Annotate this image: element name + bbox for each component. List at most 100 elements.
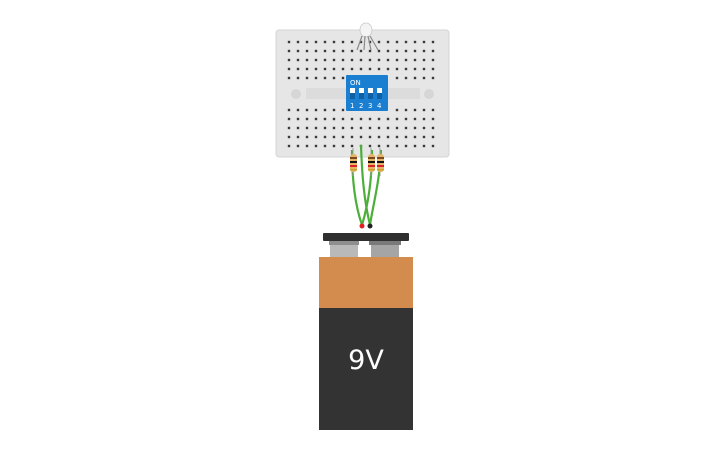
breadboard-hole[interactable] (395, 76, 399, 80)
breadboard-hole[interactable] (314, 126, 318, 130)
breadboard-hole[interactable] (359, 58, 363, 62)
breadboard-hole[interactable] (296, 49, 300, 53)
breadboard-hole[interactable] (296, 76, 300, 80)
breadboard-hole[interactable] (305, 49, 309, 53)
breadboard-hole[interactable] (296, 117, 300, 121)
breadboard-hole[interactable] (287, 76, 291, 80)
breadboard-hole[interactable] (314, 67, 318, 71)
breadboard-hole[interactable] (350, 67, 354, 71)
breadboard-hole[interactable] (404, 117, 408, 121)
breadboard-hole[interactable] (305, 135, 309, 139)
breadboard-hole[interactable] (341, 108, 345, 112)
breadboard-hole[interactable] (350, 117, 354, 121)
dip-switch[interactable]: ON 1 2 3 4 (346, 75, 388, 111)
breadboard-hole[interactable] (386, 117, 390, 121)
breadboard-hole[interactable] (323, 67, 327, 71)
breadboard-hole[interactable] (341, 135, 345, 139)
breadboard-hole[interactable] (341, 40, 345, 44)
breadboard-hole[interactable] (431, 58, 435, 62)
breadboard-hole[interactable] (341, 126, 345, 130)
breadboard-hole[interactable] (404, 126, 408, 130)
breadboard-hole[interactable] (314, 144, 318, 148)
breadboard-hole[interactable] (377, 40, 381, 44)
breadboard-hole[interactable] (314, 58, 318, 62)
breadboard-hole[interactable] (305, 58, 309, 62)
breadboard-hole[interactable] (341, 58, 345, 62)
breadboard-hole[interactable] (287, 67, 291, 71)
breadboard-hole[interactable] (431, 117, 435, 121)
breadboard-hole[interactable] (296, 58, 300, 62)
breadboard-hole[interactable] (395, 49, 399, 53)
breadboard-hole[interactable] (413, 58, 417, 62)
breadboard-hole[interactable] (314, 117, 318, 121)
breadboard-hole[interactable] (305, 126, 309, 130)
breadboard-hole[interactable] (413, 49, 417, 53)
breadboard-hole[interactable] (431, 108, 435, 112)
breadboard-hole[interactable] (368, 67, 372, 71)
resistor[interactable] (350, 148, 357, 176)
breadboard-hole[interactable] (359, 126, 363, 130)
breadboard-hole[interactable] (395, 58, 399, 62)
breadboard-hole[interactable] (323, 135, 327, 139)
breadboard-hole[interactable] (431, 144, 435, 148)
breadboard-hole[interactable] (296, 40, 300, 44)
breadboard-hole[interactable] (296, 126, 300, 130)
breadboard-hole[interactable] (359, 117, 363, 121)
breadboard-hole[interactable] (323, 126, 327, 130)
breadboard-hole[interactable] (395, 117, 399, 121)
breadboard-hole[interactable] (305, 117, 309, 121)
dip-toggle-4[interactable] (377, 88, 382, 99)
breadboard-hole[interactable] (332, 126, 336, 130)
breadboard-hole[interactable] (377, 135, 381, 139)
breadboard-hole[interactable] (341, 117, 345, 121)
breadboard-hole[interactable] (386, 49, 390, 53)
breadboard-hole[interactable] (395, 126, 399, 130)
breadboard-hole[interactable] (422, 58, 426, 62)
breadboard-hole[interactable] (332, 144, 336, 148)
breadboard-hole[interactable] (287, 40, 291, 44)
breadboard-hole[interactable] (350, 58, 354, 62)
breadboard-hole[interactable] (431, 126, 435, 130)
breadboard-hole[interactable] (359, 67, 363, 71)
breadboard-hole[interactable] (386, 40, 390, 44)
breadboard-hole[interactable] (386, 135, 390, 139)
breadboard-hole[interactable] (368, 144, 372, 148)
breadboard-hole[interactable] (287, 144, 291, 148)
breadboard-hole[interactable] (296, 67, 300, 71)
breadboard-hole[interactable] (431, 49, 435, 53)
breadboard-hole[interactable] (368, 58, 372, 62)
dip-toggle-3[interactable] (368, 88, 373, 99)
breadboard-hole[interactable] (296, 144, 300, 148)
breadboard-hole[interactable] (422, 108, 426, 112)
breadboard-hole[interactable] (404, 108, 408, 112)
breadboard-hole[interactable] (323, 40, 327, 44)
breadboard-hole[interactable] (296, 108, 300, 112)
breadboard-hole[interactable] (422, 126, 426, 130)
breadboard-hole[interactable] (323, 144, 327, 148)
breadboard-hole[interactable] (323, 58, 327, 62)
resistor[interactable] (377, 148, 384, 176)
breadboard-hole[interactable] (305, 40, 309, 44)
breadboard-hole[interactable] (413, 144, 417, 148)
breadboard-hole[interactable] (350, 40, 354, 44)
breadboard-hole[interactable] (413, 67, 417, 71)
breadboard-hole[interactable] (404, 135, 408, 139)
breadboard-hole[interactable] (422, 76, 426, 80)
resistor[interactable] (368, 148, 375, 176)
breadboard-hole[interactable] (359, 135, 363, 139)
breadboard-hole[interactable] (296, 135, 300, 139)
breadboard-hole[interactable] (368, 135, 372, 139)
breadboard-hole[interactable] (305, 67, 309, 71)
breadboard-hole[interactable] (287, 126, 291, 130)
breadboard-hole[interactable] (332, 108, 336, 112)
breadboard-hole[interactable] (323, 117, 327, 121)
breadboard-hole[interactable] (305, 108, 309, 112)
battery-positive-terminal[interactable] (359, 223, 365, 229)
breadboard-hole[interactable] (359, 49, 363, 53)
breadboard-hole[interactable] (413, 76, 417, 80)
breadboard-hole[interactable] (332, 49, 336, 53)
breadboard-hole[interactable] (368, 40, 372, 44)
breadboard-hole[interactable] (287, 49, 291, 53)
breadboard-hole[interactable] (395, 135, 399, 139)
breadboard-hole[interactable] (404, 76, 408, 80)
